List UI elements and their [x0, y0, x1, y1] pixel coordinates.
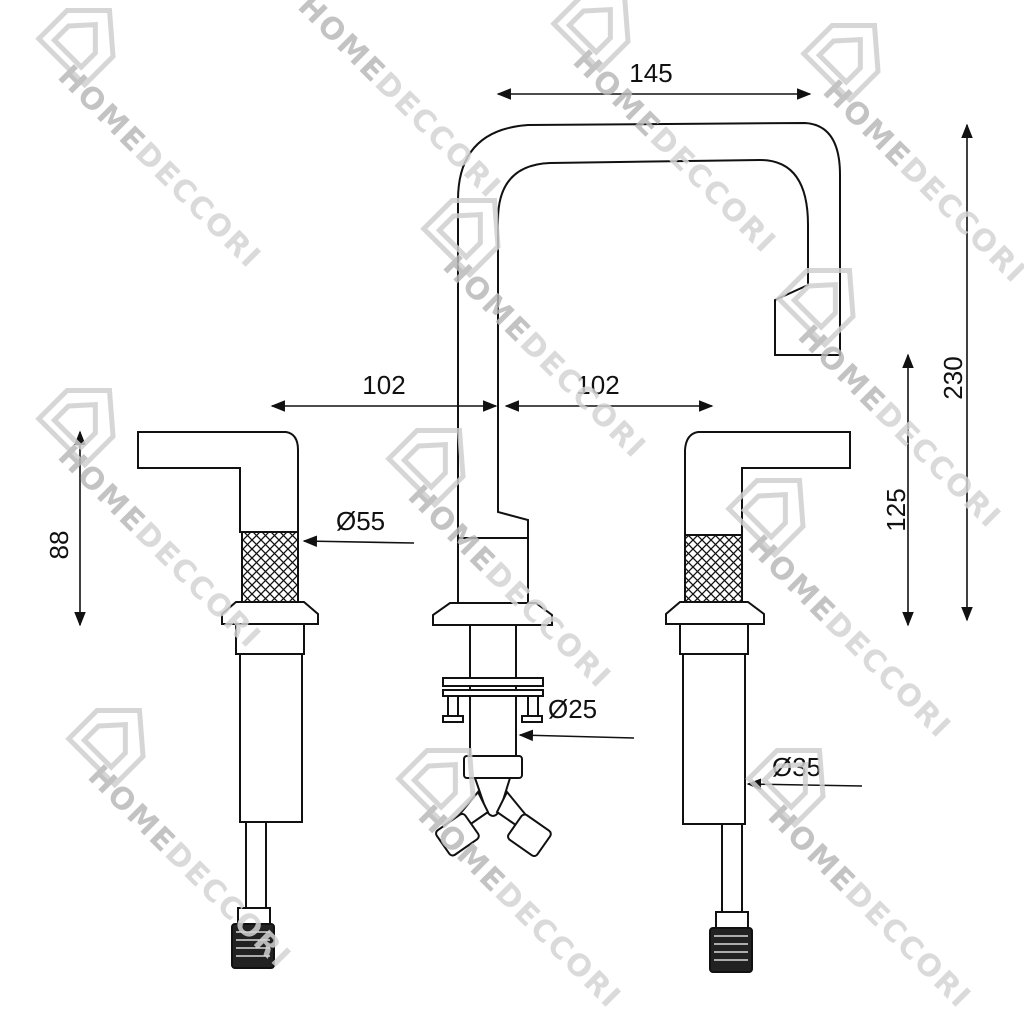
dim-handle-height: 88 — [44, 531, 74, 560]
dim-shank-diameter: Ø25 — [548, 694, 597, 724]
dim-handle-diameter: Ø55 — [336, 506, 385, 536]
dim-spacing-left: 102 — [362, 370, 405, 400]
dim-spout-reach: 145 — [629, 58, 672, 88]
svg-text:HOMEDECCORI: HOMEDECCORI — [816, 74, 1024, 291]
svg-text:HOMEDECCORI: HOMEDECCORI — [51, 439, 268, 656]
svg-text:HOMEDECCORI: HOMEDECCORI — [761, 799, 978, 1016]
watermark: HOMEDECCORI — [745, 748, 978, 1016]
watermark: HOMEDECCORI — [420, 198, 653, 466]
watermark: HOMEDECCORI — [35, 8, 268, 276]
dim-spacing-right: 102 — [576, 370, 619, 400]
spout-base — [432, 537, 553, 858]
watermark: HOMEDECCORI — [291, 0, 508, 206]
svg-text:HOMEDECCORI: HOMEDECCORI — [51, 59, 268, 276]
right-handle-valve — [665, 431, 851, 973]
left-handle-valve — [137, 431, 319, 969]
svg-text:HOMEDECCORI: HOMEDECCORI — [741, 529, 958, 746]
watermark: HOMEDECCORI — [395, 748, 628, 1016]
dim-spout-height: 125 — [881, 488, 911, 531]
dimension-arrows — [74, 88, 973, 790]
svg-text:HOMEDECCORI: HOMEDECCORI — [291, 0, 508, 206]
dim-total-height: 230 — [938, 356, 968, 399]
